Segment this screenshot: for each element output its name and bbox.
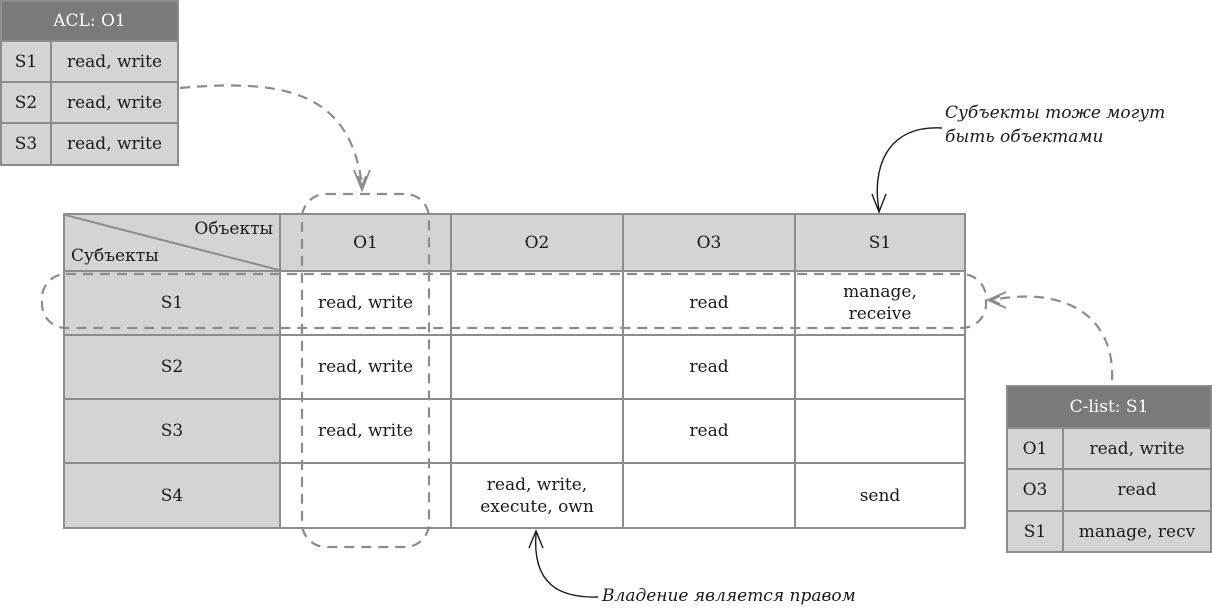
acl-arrow <box>179 84 364 186</box>
matrix-cell: read, write, execute, own <box>450 462 624 529</box>
clist-title: C-list: S1 <box>1006 385 1212 429</box>
clist-rights: manage, recv <box>1062 510 1212 553</box>
subjects-note-arrowhead <box>871 193 887 214</box>
clist-arrowhead <box>985 291 1007 309</box>
acl-title: ACL: O1 <box>0 0 179 42</box>
ownership-note: Владение является правом <box>602 586 856 606</box>
column-o1-highlight <box>300 192 431 549</box>
subjects-note-arrow <box>876 127 943 211</box>
corner-diagonal <box>65 215 279 270</box>
acl-rights: read, write <box>50 122 179 166</box>
subjects-as-objects-note: Субъекты тоже могут быть объектами <box>945 103 1166 147</box>
column-header: O1 <box>279 213 452 272</box>
clist-arrow <box>991 295 1114 381</box>
row-header: S1 <box>63 270 281 336</box>
acl-rights: read, write <box>50 81 179 124</box>
acl-arrowhead <box>353 169 371 193</box>
corner-objects-label: Объекты <box>194 219 273 239</box>
matrix-cell: send <box>794 462 966 529</box>
corner-subjects-label: Субъекты <box>71 246 159 266</box>
ownership-note-arrow <box>534 532 599 598</box>
acl-rights: read, write <box>50 40 179 83</box>
clist-rights: read <box>1062 468 1212 512</box>
column-header: O3 <box>622 213 796 272</box>
ownership-note-arrowhead <box>528 529 544 549</box>
row-header: S2 <box>63 334 281 400</box>
row-header: S4 <box>63 462 281 529</box>
row-s1-highlight <box>40 272 988 330</box>
clist-object: S1 <box>1006 510 1064 553</box>
